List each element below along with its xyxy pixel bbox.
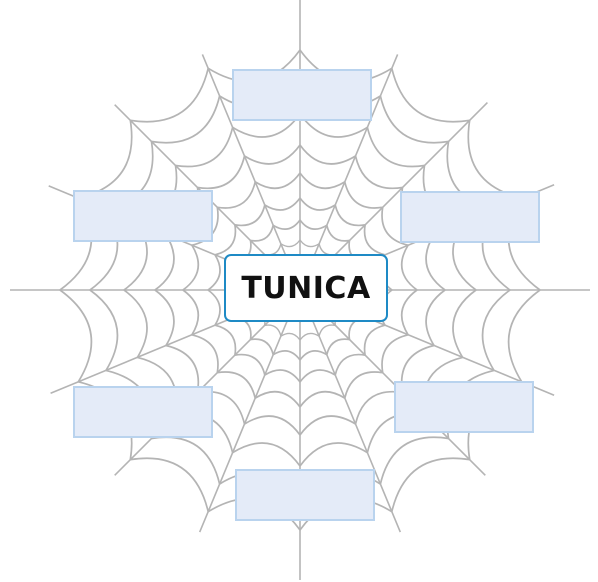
blank-answer-box-lower-left[interactable] xyxy=(73,386,213,438)
blank-answer-box-upper-left[interactable] xyxy=(73,190,213,242)
center-concept-label: TUNICA xyxy=(241,271,370,306)
center-concept-box: TUNICA xyxy=(224,254,388,322)
blank-answer-box-lower-right[interactable] xyxy=(394,381,534,433)
blank-answer-box-bottom[interactable] xyxy=(235,469,375,521)
blank-answer-box-upper-right[interactable] xyxy=(400,191,540,243)
blank-answer-box-top[interactable] xyxy=(232,69,372,121)
